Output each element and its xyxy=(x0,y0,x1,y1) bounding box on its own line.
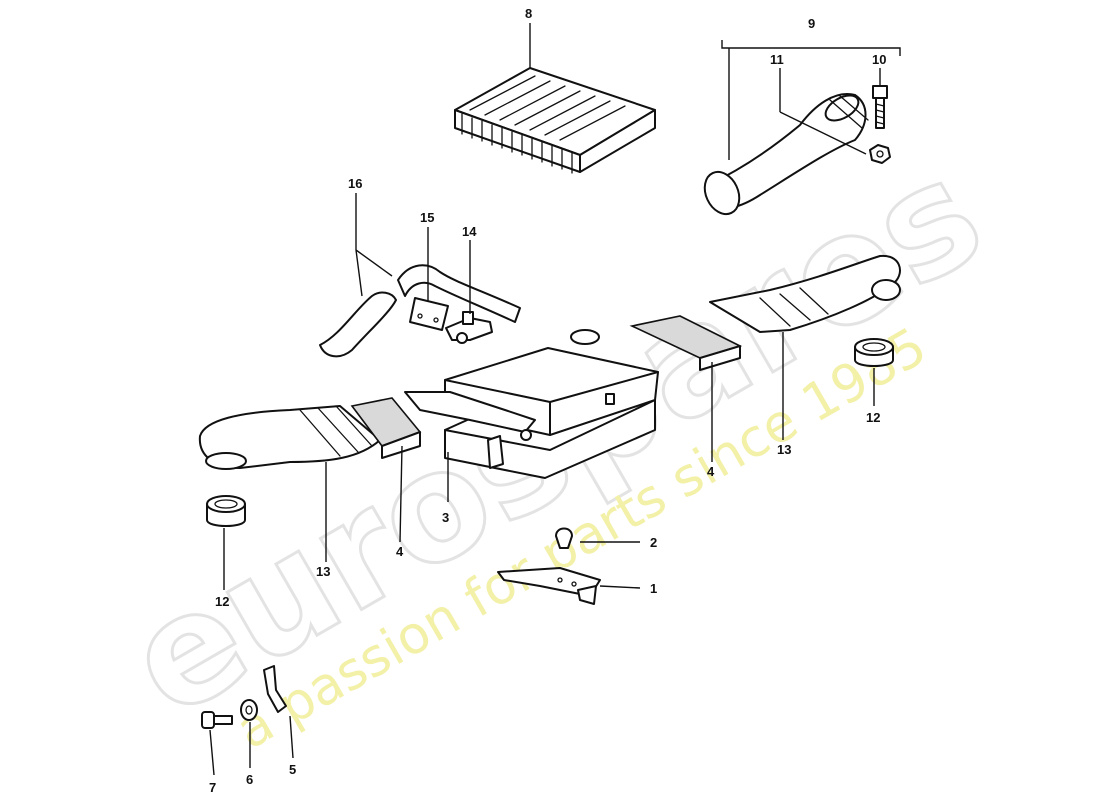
plastic-clip xyxy=(555,527,573,549)
leader-lines xyxy=(209,23,901,776)
callout-14: 14 xyxy=(462,224,477,239)
callout-12-right: 12 xyxy=(866,410,880,425)
callout-15: 15 xyxy=(420,210,434,225)
callout-4-right: 4 xyxy=(707,464,715,479)
callout-1: 1 xyxy=(650,581,657,596)
air-cleaner-housing xyxy=(404,329,659,479)
callout-5: 5 xyxy=(289,762,296,777)
callout-6: 6 xyxy=(246,772,253,787)
callout-9: 9 xyxy=(808,16,815,31)
duct-bolt xyxy=(872,85,888,129)
callout-13-right: 13 xyxy=(777,442,791,457)
rubber-ring-right xyxy=(854,338,894,367)
intake-duct xyxy=(703,93,869,216)
callout-3: 3 xyxy=(442,510,449,525)
intake-pipe-left xyxy=(198,405,381,470)
callout-4-left: 4 xyxy=(396,544,404,559)
duct-nut xyxy=(869,144,891,164)
callout-labels: 8 9 11 10 16 15 14 3 4 4 13 13 12 12 2 1… xyxy=(209,6,886,795)
air-filter-element xyxy=(454,67,656,174)
check-valve xyxy=(445,311,493,344)
callout-7: 7 xyxy=(209,780,216,795)
rubber-ring-left xyxy=(206,495,246,527)
hose-clip xyxy=(409,297,449,331)
callout-16: 16 xyxy=(348,176,362,191)
callout-2: 2 xyxy=(650,535,657,550)
intake-pipe-right xyxy=(709,254,901,333)
callout-11: 11 xyxy=(770,52,784,67)
seal-right xyxy=(629,315,743,371)
bracket-small xyxy=(263,665,287,713)
mounting-bracket xyxy=(497,567,601,605)
callout-8: 8 xyxy=(525,6,532,21)
seal-left xyxy=(350,397,422,459)
callout-12-left: 12 xyxy=(215,594,229,609)
callout-10: 10 xyxy=(872,52,886,67)
callout-13-left: 13 xyxy=(316,564,330,579)
screw xyxy=(201,711,233,729)
washer xyxy=(240,699,258,721)
